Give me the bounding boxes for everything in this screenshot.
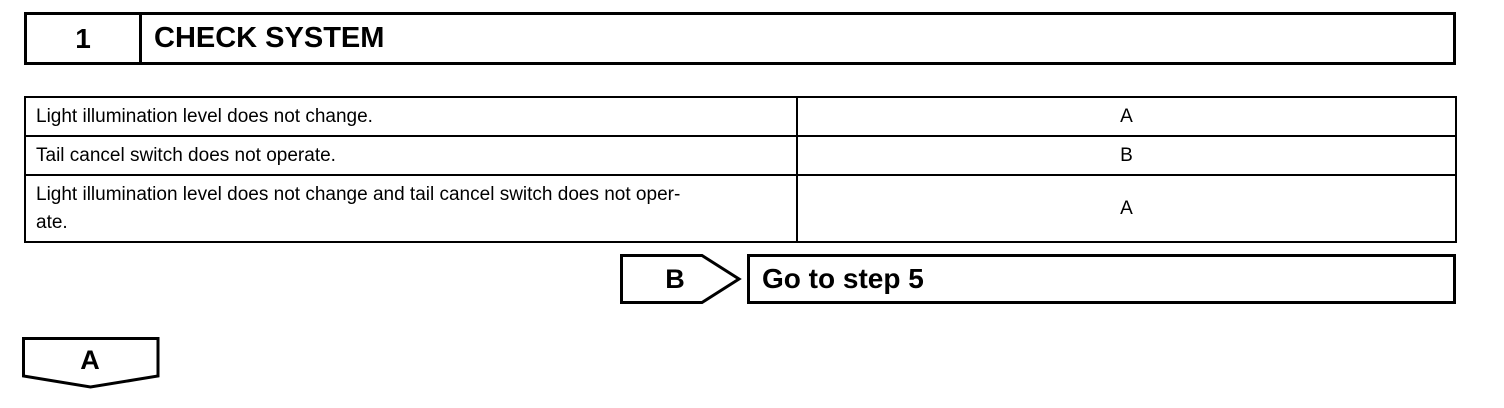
step-number: 1: [27, 15, 142, 62]
branch-b-arrow: B: [620, 254, 742, 304]
condition-result: A: [796, 174, 1457, 243]
condition-description: Light illumination level does not change…: [24, 174, 798, 243]
condition-result: A: [796, 96, 1457, 137]
condition-description: Light illumination level does not change…: [24, 96, 798, 137]
condition-description: Tail cancel switch does not operate.: [24, 135, 798, 176]
step-header: 1 CHECK SYSTEM: [24, 12, 1456, 65]
table-row: Light illumination level does not change…: [24, 174, 1457, 243]
branch-a-arrow: A: [22, 337, 162, 391]
condition-description-line: ate.: [36, 211, 68, 233]
table-row: Light illumination level does not change…: [24, 96, 1457, 137]
condition-description-line: Light illumination level does not change…: [36, 183, 681, 205]
branch-a-label: A: [80, 344, 100, 375]
step-title: CHECK SYSTEM: [154, 22, 385, 54]
branch-b-label: B: [665, 263, 685, 294]
table-row: Tail cancel switch does not operate. B: [24, 135, 1457, 176]
condition-result: B: [796, 135, 1457, 176]
goto-step-box: Go to step 5: [747, 254, 1456, 304]
condition-table: Light illumination level does not change…: [24, 96, 1457, 243]
right-arrow-icon: [620, 254, 742, 304]
down-arrow-icon: [22, 337, 160, 389]
